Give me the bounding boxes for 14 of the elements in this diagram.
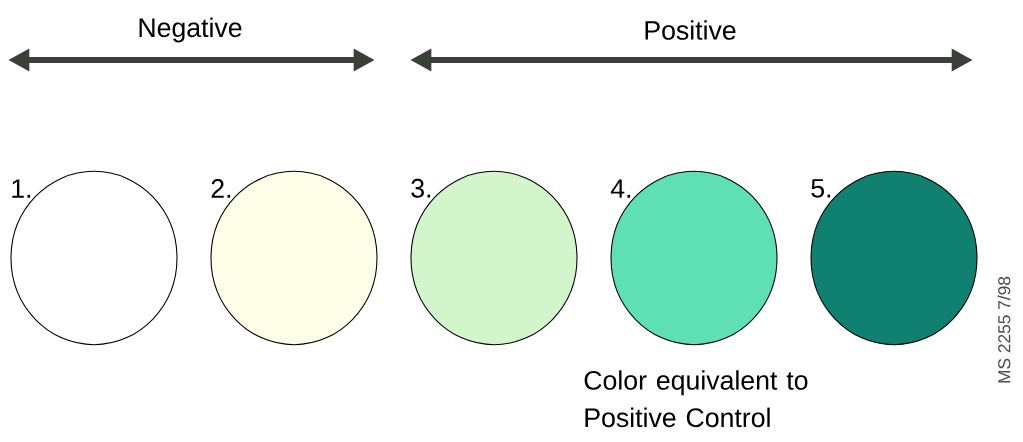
color-circle [10,170,178,346]
caption: Color equivalent to Positive Control [584,370,808,428]
heading: Negative [139,17,242,43]
number-label: 4. [610,179,631,198]
color-circle [610,170,778,346]
document-code: MS 2255 7/98 [997,276,1011,383]
color-circle [410,170,578,346]
color-circle [810,170,978,346]
number-label: 2. [211,179,231,198]
heading: Positive [645,20,736,40]
number-label: 3. [411,178,431,198]
color-circle [210,170,378,346]
number-label: 1. [12,179,31,198]
number-label: 5. [811,179,831,198]
